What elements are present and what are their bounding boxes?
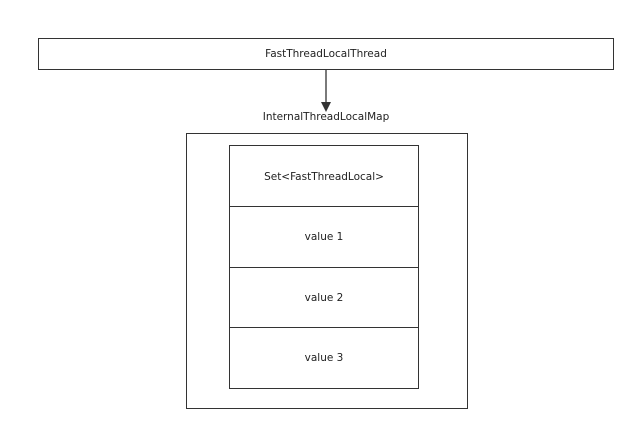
cell-set: Set<FastThreadLocal> (264, 170, 384, 183)
map-entries-stack: Set<FastThreadLocal> value 1 value 2 val… (229, 145, 419, 389)
fast-thread-local-thread-box: FastThreadLocalThread (38, 38, 614, 70)
cell-value-3: value 3 (230, 327, 418, 388)
cell-value-2: value 2 (230, 267, 418, 328)
arrow-connector (321, 70, 331, 112)
thread-label: FastThreadLocalThread (265, 48, 387, 60)
map-title: InternalThreadLocalMap (262, 111, 390, 123)
arrow-head (321, 102, 331, 112)
cell-value-1: value 1 (230, 206, 418, 267)
